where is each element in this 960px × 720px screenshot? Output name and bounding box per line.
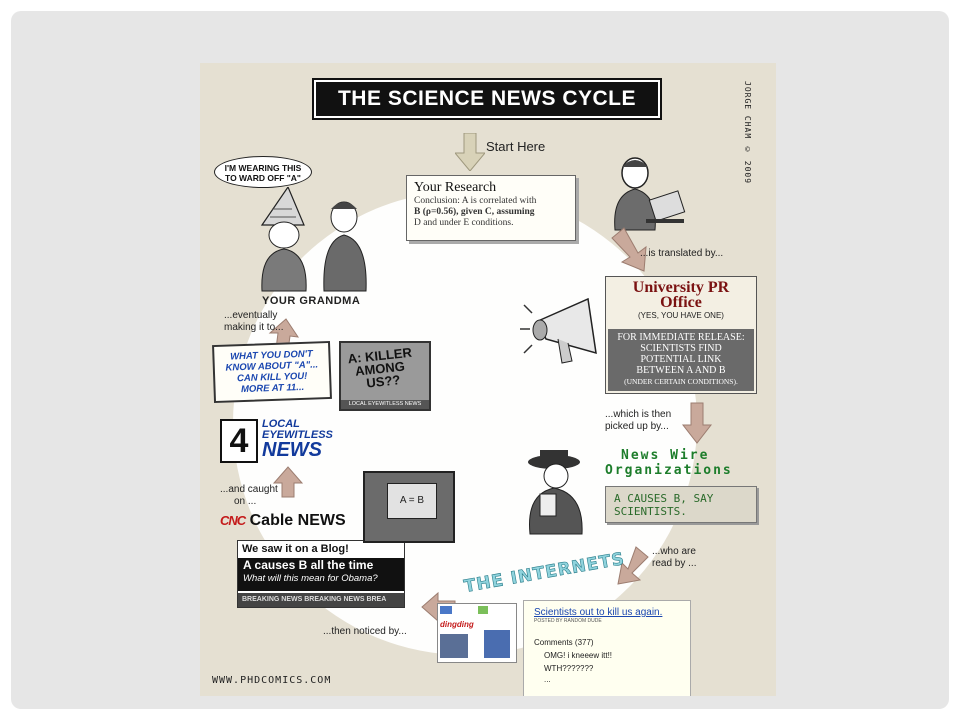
cable-news-label: Cable NEWS (249, 512, 346, 529)
read-by-line-1: ...who are (652, 546, 696, 557)
read-by-line-2: read by ... (652, 558, 697, 569)
blog-post: Scientists out to kill us again. POSTED … (523, 600, 691, 696)
caught-line-1: ...and caught (220, 484, 278, 495)
tv-screen-formula: A = B (387, 483, 437, 519)
grandma-illustration (260, 187, 367, 292)
press-release-line-3: POTENTIAL LINK (640, 354, 722, 365)
caught-on-label: ...and caught on ... (220, 484, 278, 508)
scientist-at-computer-illustration (614, 157, 686, 231)
phdcomics-url: WWW.PHDCOMICS.COM (212, 675, 332, 686)
pr-office-title-2: Office (660, 294, 702, 311)
eventually-line-1: ...eventually (224, 310, 278, 321)
news-wire-headline: A CAUSES B, SAY SCIENTISTS. (605, 486, 757, 523)
your-grandma-label: YOUR GRANDMA (262, 295, 361, 307)
press-release-line-4: BETWEEN A AND B (636, 365, 726, 376)
killer-caption: LOCAL EYEWITLESS NEWS (341, 400, 429, 409)
banner-subheadline: What will this mean for Obama? (243, 573, 378, 584)
megaphone-illustration (520, 297, 597, 364)
blog-comment-1: OMG! i kneeew itt!! (544, 651, 613, 660)
banner-saw-on-blog: We saw it on a Blog! (242, 543, 349, 555)
tv-news-screen: A = B (363, 471, 455, 543)
eyewitless-label: EYEWITLESS (262, 429, 333, 441)
noticed-by-label: ...then noticed by... (323, 626, 407, 637)
caught-line-2: on ... (234, 496, 257, 507)
killer-text: A: KILLER AMONG US?? (347, 345, 415, 392)
breaking-news-ticker: BREAKING NEWS BREAKING NEWS BREA (238, 593, 404, 607)
picked-up-line-1: ...which is then (605, 409, 672, 420)
blog-comment-3: ... (544, 675, 551, 684)
picked-up-line-2: picked up by... (605, 421, 669, 432)
dingding-logo: dingding (440, 620, 474, 629)
pr-office-note: (YES, YOU HAVE ONE) (638, 311, 724, 320)
press-release-line-2: SCIENTISTS FIND (640, 343, 722, 354)
artist-credit: JORGE CHAM © 2009 (743, 81, 752, 185)
research-line-1: Conclusion: A is correlated with (414, 196, 537, 206)
press-release-line-5: (UNDER CERTAIN CONDITIONS). (624, 377, 738, 386)
research-line-3: D and under E conditions. (414, 218, 514, 228)
reporter-illustration (528, 450, 583, 535)
grandma-speech-bubble: I'M WEARING THIS TO WARD OFF "A" (214, 156, 312, 188)
local-label: LOCAL (262, 418, 300, 430)
cnc-cable-news-logo: CNC Cable NEWS (220, 512, 346, 530)
news-label: NEWS (262, 439, 322, 461)
grandma-bubble-line-2: TO WARD OFF "A" (225, 173, 301, 183)
wire-headline-line-1: A CAUSES B, SAY (614, 492, 714, 505)
blog-posted-by: POSTED BY RANDOM DUDE (534, 618, 602, 624)
grandma-bubble-line-1: I'M WEARING THIS (224, 163, 302, 173)
comic-title: THE SCIENCE NEWS CYCLE (314, 80, 660, 118)
cycle-arrows (268, 227, 713, 623)
read-by-label: ...who are read by ... (652, 546, 696, 570)
blog-comment-2: WTH??????? (544, 664, 594, 673)
what-you-dont-know-bubble: WHAT YOU DON'T KNOW ABOUT "A"... CAN KIL… (212, 340, 332, 404)
university-pr-office-box: University PR Office (YES, YOU HAVE ONE)… (605, 276, 757, 394)
news-wire-line-2: Organizations (605, 463, 733, 478)
blog-title-link: Scientists out to kill us again. (534, 607, 663, 618)
eventually-label: ...eventually making it to... (224, 310, 283, 334)
wire-headline-line-2: SCIENTISTS. (614, 505, 687, 518)
translated-by-label: ...is translated by... (640, 248, 724, 259)
banner-headline: A causes B all the time (243, 558, 374, 572)
killer-among-us-screen: A: KILLER AMONG US?? LOCAL EYEWITLESS NE… (339, 341, 431, 411)
channel-4-logo: 4 (220, 419, 258, 463)
start-arrow-icon (455, 133, 485, 171)
cnc-logo: CNC (220, 513, 246, 528)
picked-up-label: ...which is then picked up by... (605, 409, 671, 433)
science-news-cycle-comic: THE SCIENCE NEWS CYCLE JORGE CHAM © 2009… (200, 63, 776, 696)
research-card: Your Research Conclusion: A is correlate… (406, 175, 576, 241)
blog-comments-count: Comments (377) (534, 638, 594, 647)
press-release-line-1: FOR IMMEDIATE RELEASE: (617, 332, 745, 343)
press-release: FOR IMMEDIATE RELEASE: SCIENTISTS FIND P… (608, 329, 754, 391)
research-line-2: B (ρ=0.56), given C, assuming (414, 207, 535, 217)
research-heading: Your Research (414, 180, 497, 195)
news-wire-line-1: News Wire (621, 448, 710, 463)
dingding-site-thumbnail: dingding (437, 603, 517, 663)
pr-office-title-1: University PR (632, 279, 730, 296)
news-wire-title: News Wire Organizations (605, 448, 733, 478)
start-here-label: Start Here (486, 139, 546, 154)
eventually-line-2: making it to... (224, 322, 284, 333)
blog-news-banner: We saw it on a Blog! A causes B all the … (237, 540, 405, 608)
